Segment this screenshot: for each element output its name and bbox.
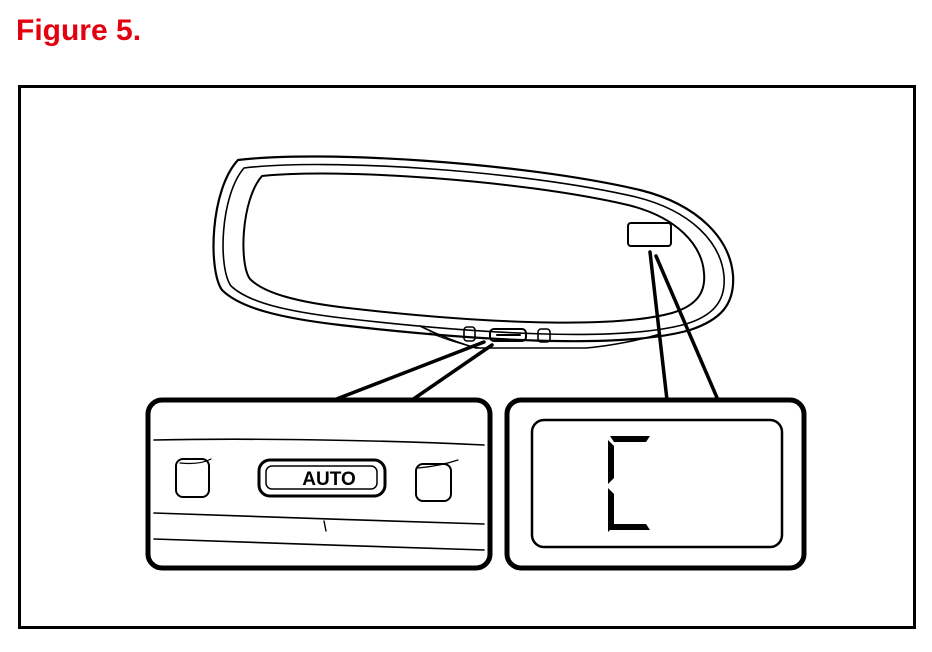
mirror-glass	[242, 172, 706, 324]
mirror-display-window	[627, 222, 672, 247]
mirror-left-button	[463, 326, 476, 342]
button-inset-crease	[323, 520, 327, 532]
button-inset-left-button-shade	[179, 458, 212, 465]
compass-direction-readout	[608, 436, 650, 532]
mirror-housing-inner-edge	[222, 163, 725, 336]
mirror-housing-outline	[212, 155, 735, 343]
button-inset-right-button	[415, 463, 452, 502]
button-inset-left-button	[175, 458, 210, 498]
button-callout-leader	[332, 340, 494, 402]
mirror-underside	[419, 325, 661, 349]
button-inset-frame	[145, 397, 493, 571]
display-inset-screen	[530, 418, 784, 549]
auto-button-label[interactable]: AUTO	[302, 469, 355, 490]
display-inset-frame	[504, 397, 807, 571]
mirror-underside-line	[429, 332, 481, 349]
auto-button	[257, 458, 387, 498]
mirror-auto-button-small	[489, 328, 527, 342]
button-inset-lower-edge	[153, 512, 485, 525]
figure-frame	[18, 85, 916, 629]
display-callout-leader	[648, 250, 720, 402]
mirror-right-button	[537, 328, 551, 343]
button-inset-bottom-edge	[153, 538, 485, 551]
auto-button-face	[265, 465, 378, 490]
button-inset-right-button-shade	[417, 459, 459, 469]
figure-title: Figure 5.	[16, 14, 142, 47]
button-inset-upper-edge	[153, 438, 485, 446]
